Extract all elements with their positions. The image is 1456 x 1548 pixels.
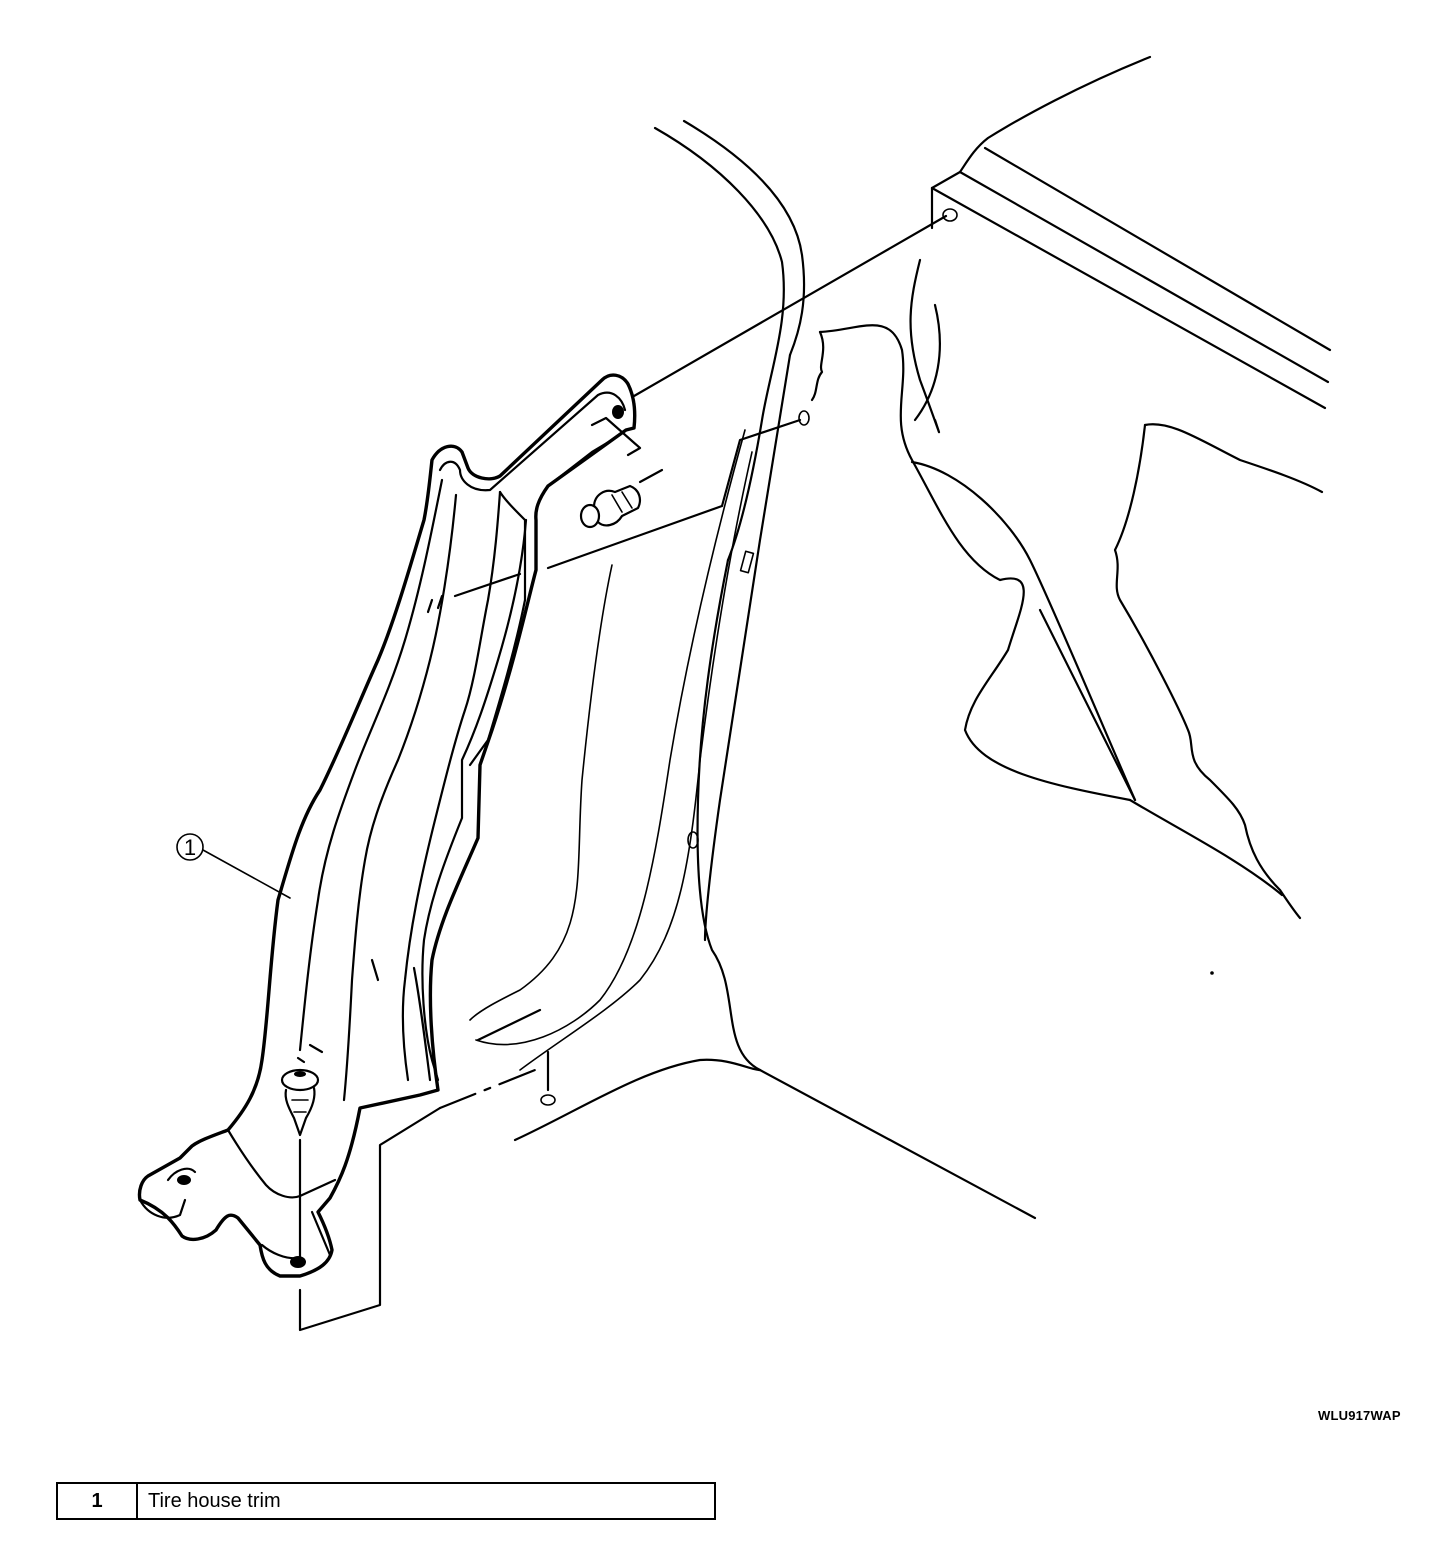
figure-code: WLU917WAP	[1318, 1408, 1401, 1423]
legend-part-name: Tire house trim	[136, 1482, 716, 1520]
legend-row: 1 Tire house trim	[56, 1482, 716, 1520]
tire-house-trim	[137, 373, 642, 1278]
callout-1: 1	[176, 833, 291, 899]
lower-clip	[280, 1068, 320, 1137]
upper-clip	[579, 484, 641, 529]
parts-legend-table: 1 Tire house trim	[56, 1482, 716, 1520]
callout-number: 1	[184, 835, 196, 860]
vehicle-body-panel	[469, 55, 1332, 1220]
legend-part-number: 1	[56, 1482, 138, 1520]
assembly-lines	[296, 214, 948, 1332]
